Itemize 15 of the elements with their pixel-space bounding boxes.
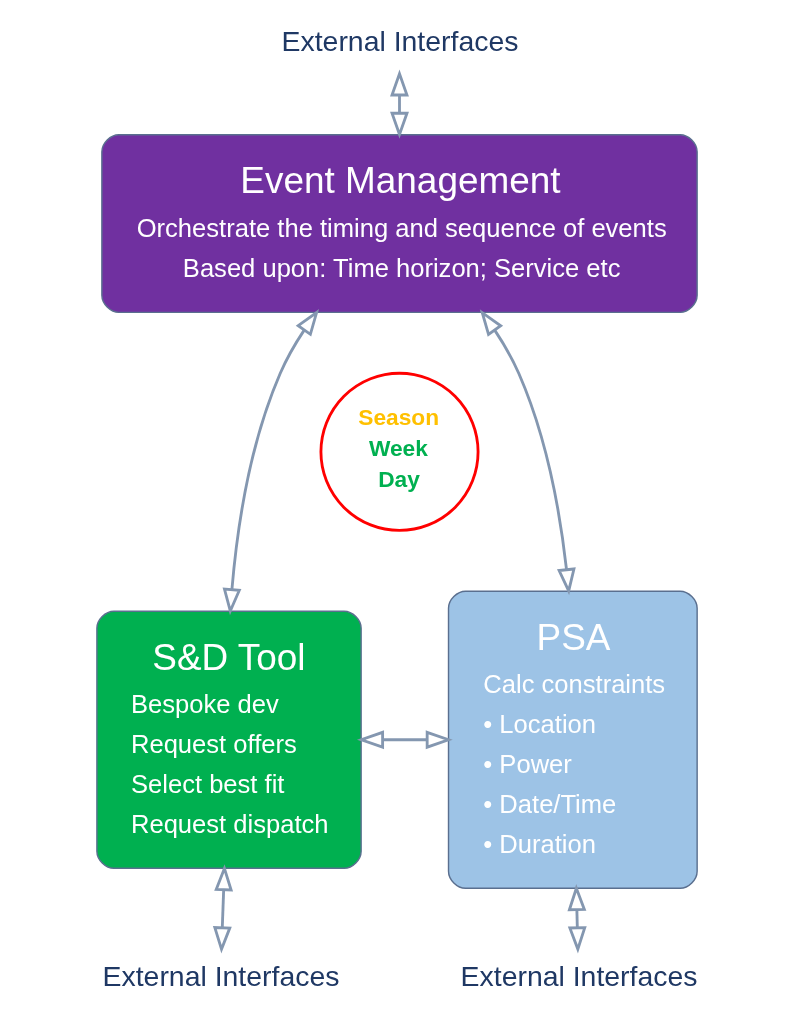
node-text: External Interfaces bbox=[460, 960, 697, 993]
node-text: External Interfaces bbox=[102, 960, 339, 993]
arrow bbox=[222, 309, 319, 616]
label: Day bbox=[377, 466, 420, 493]
arrow bbox=[479, 309, 576, 596]
label: Week bbox=[368, 434, 428, 461]
node-text: External Interfaces bbox=[281, 24, 518, 57]
node-box: S&D Tool Bespoke dev Request offers Select best fit Request dispatch bbox=[95, 610, 362, 870]
label: Season bbox=[357, 403, 439, 430]
arrow bbox=[389, 69, 409, 139]
arrow bbox=[566, 884, 587, 954]
arrow bbox=[356, 730, 453, 750]
node-box: PSA Calc constraints • Location • Power • Date/Time • Duration bbox=[447, 590, 698, 889]
arrow bbox=[212, 864, 233, 954]
node-box: Event Management Orchestrate the timing and sequence of events Based upon: Time horizon; Service etc bbox=[100, 134, 698, 314]
